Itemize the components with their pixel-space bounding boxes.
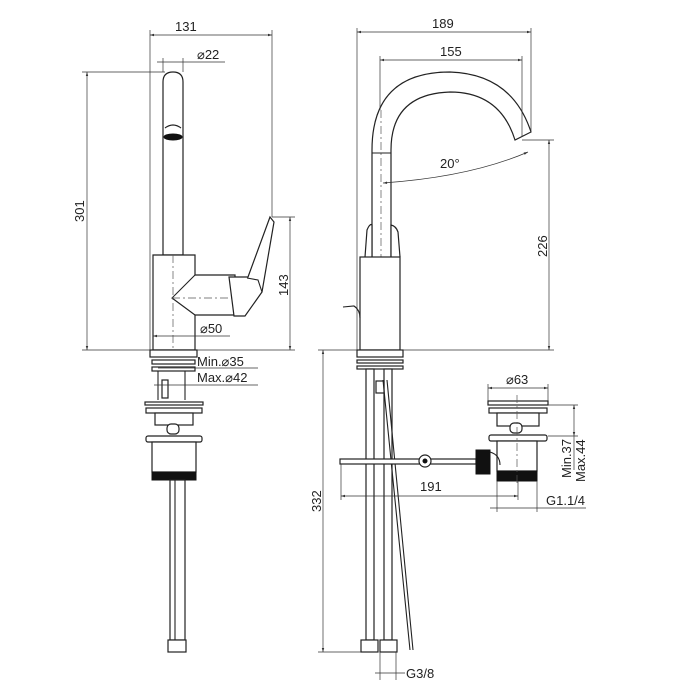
dim-mounting-hole: Min.⌀35 Max.⌀42	[154, 354, 258, 386]
dim-label: Min.⌀35	[197, 354, 244, 369]
faucet-body-front	[342, 223, 401, 351]
dim-label: 20°	[440, 156, 460, 171]
dim-inlet-thread: G3/8	[375, 652, 434, 681]
lift-rod-linkage	[339, 449, 491, 475]
dim-226: 226	[403, 139, 554, 351]
dim-301: 301	[72, 71, 165, 351]
dim-131: 131	[149, 19, 273, 350]
dim-label: Max.44	[573, 439, 588, 482]
dim-155: 155	[379, 44, 523, 136]
dim-191: 191	[340, 464, 519, 500]
base-rings	[149, 349, 198, 400]
dim-label: 332	[309, 490, 324, 512]
dim-label: Max.⌀42	[197, 370, 247, 385]
dim-143: 143	[197, 216, 295, 351]
dim-waste-thread: G1.1/4	[490, 481, 586, 512]
dim-label: ⌀63	[506, 372, 528, 387]
dim-label: ⌀50	[200, 321, 222, 336]
dim-label: 143	[276, 274, 291, 296]
dim-spout-diameter: ⌀22	[157, 47, 225, 72]
pop-up-waste-front	[487, 395, 549, 485]
dim-label: G1.1/4	[546, 493, 585, 508]
side-view: 131 ⌀22 301 143 ⌀50 Min.⌀35 Max.⌀42	[72, 19, 295, 653]
dim-label: 226	[535, 235, 550, 257]
dim-63: ⌀63	[487, 372, 549, 401]
dim-label: ⌀22	[197, 47, 219, 62]
dim-waste-thickness: Min.37 Max.44	[548, 404, 588, 482]
dim-label: 301	[72, 200, 87, 222]
dim-332: 332	[309, 349, 361, 653]
dim-label: 189	[432, 16, 454, 31]
base-rings-front	[356, 349, 404, 370]
supply-hoses	[360, 368, 414, 653]
dim-label: 191	[420, 479, 442, 494]
dim-base-diameter: ⌀50	[153, 321, 230, 338]
dim-label: Min.37	[559, 439, 574, 478]
swivel-angle-dim: 20°	[382, 151, 529, 184]
front-view: 20°	[309, 16, 588, 681]
pop-up-waste-side	[144, 401, 204, 653]
dim-label: 131	[175, 19, 197, 34]
lever-handle	[228, 215, 275, 317]
dim-189: 189	[356, 16, 532, 350]
spout-tube	[162, 71, 184, 256]
dim-label: G3/8	[406, 666, 434, 681]
dim-label: 155	[440, 44, 462, 59]
